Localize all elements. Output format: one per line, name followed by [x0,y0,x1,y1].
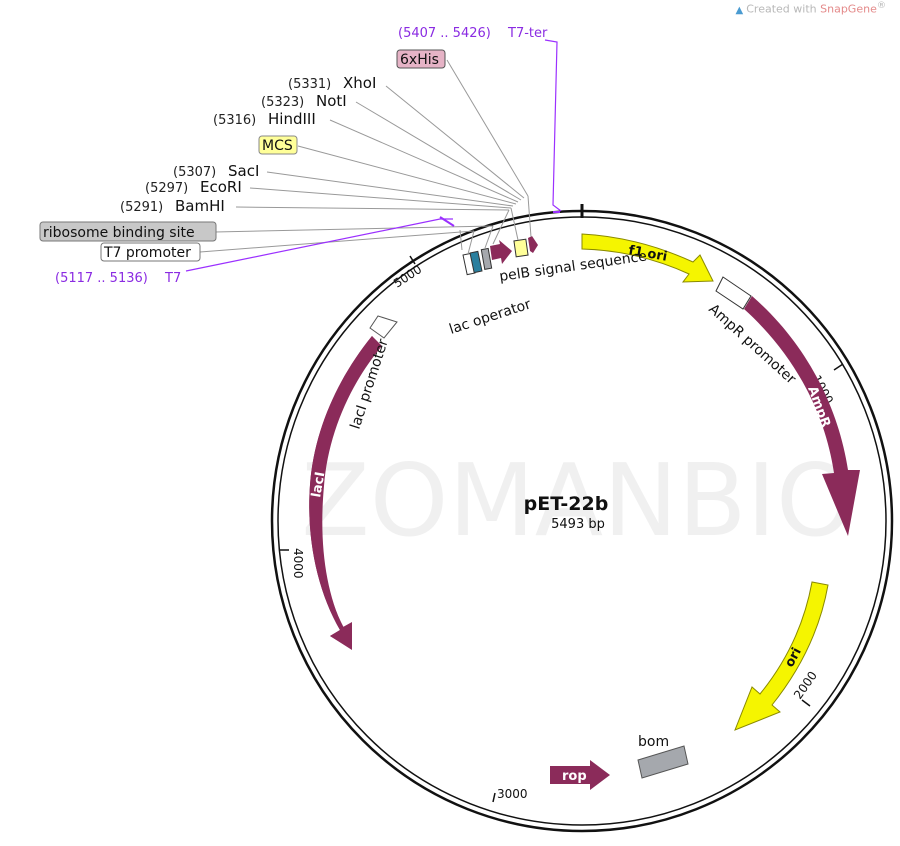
laci-label: lacI [309,471,328,499]
credit-suffix: ® [876,0,886,11]
site-ecori-name: EcoRI [200,178,242,196]
ampr-promoter-box [715,276,752,310]
bom-box [637,745,689,779]
mcs-label: MCS [262,138,293,154]
plasmid-length: 5493 bp [551,517,605,532]
site-xhoi-name: XhoI [343,74,376,92]
t7-ter-name: T7-ter [507,26,548,41]
tick-label-2000: 2000 [791,669,820,702]
t7-line [185,218,453,272]
credit-brand: SnapGene [820,2,877,16]
pelb-arrow [490,240,512,264]
rop-arrow [550,760,610,790]
his-tag-label: 6xHis [400,52,439,68]
rop-label: rop [562,769,587,784]
watermark: ZOMANBIO [301,442,855,559]
f1-ori-label: f1 ori [627,243,668,265]
laci-arrow-body [309,336,382,650]
rbs-badge [39,221,217,242]
site-hindiii-pos: (5316) [213,113,256,128]
site-saci-name: SacI [228,162,259,180]
tick-3000 [492,792,496,803]
site-bamhi-pos: (5291) [120,200,163,215]
his-tag-arrow [528,236,538,253]
rbs-box [480,247,493,270]
tick-5000 [409,255,416,265]
f1-ori-arrow [581,233,714,283]
bom-label: bom [638,734,669,750]
snapgene-credit: ▲Created with SnapGene® [736,0,886,16]
lac-operator-label: lac operator [447,296,533,338]
t7-ter-range: (5407 .. 5426) [398,26,491,41]
site-bamhi-name: BamHI [175,197,225,215]
mcs-box [513,238,529,258]
t7-range: (5117 .. 5136) [55,271,148,286]
ampr-arrow [744,296,860,536]
rbs-label: ribosome binding site [43,225,195,241]
site-saci-pos: (5307) [173,165,216,180]
callout-lines [199,59,532,255]
t7-ter-line [544,39,562,212]
t7-promoter-badge [100,242,201,262]
t7-promoter-label: T7 promoter [103,245,191,261]
site-hindiii-name: HindIII [268,110,316,128]
snapgene-logo-icon: ▲ [735,4,744,16]
credit-prefix: Created with [746,2,821,16]
tick-label-4000: 4000 [291,548,305,579]
tick-1000 [833,363,844,371]
plasmid-name: pET-22b [524,493,609,515]
site-noti-name: NotI [316,92,347,110]
lac-operator-box [469,250,483,274]
tick-label-3000: 3000 [497,787,528,801]
primer-lines [185,39,562,272]
tick-label-5000: 5000 [391,262,424,290]
ori-arrow [734,581,829,731]
tick-2000 [801,699,811,707]
laci-promoter-arrow [369,315,398,339]
t7-name: T7 [164,271,181,286]
mcs-badge [258,135,298,155]
site-xhoi-pos: (5331) [288,77,331,92]
site-ecori-pos: (5297) [145,181,188,196]
his-tag-badge [396,49,446,69]
site-noti-pos: (5323) [261,95,304,110]
